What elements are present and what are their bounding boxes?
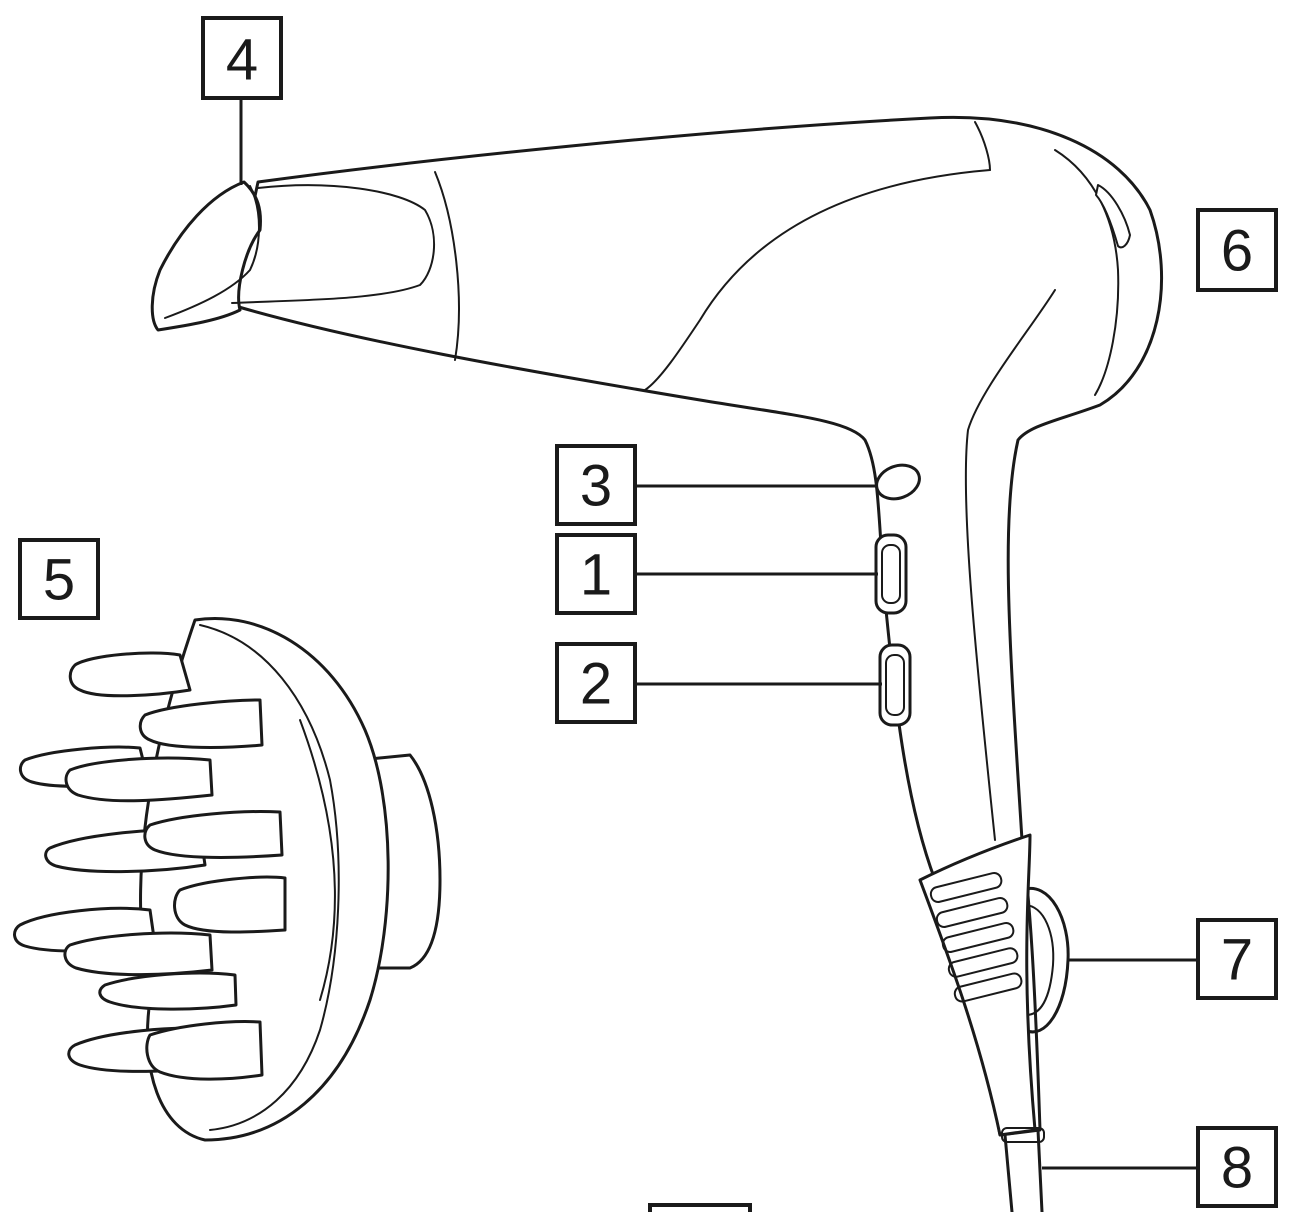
strain-relief-ribs xyxy=(929,871,1023,1003)
diffuser xyxy=(13,617,442,1142)
callout-2: 2 xyxy=(555,642,637,724)
partial-box-bottom xyxy=(648,1203,752,1212)
power-cord xyxy=(1003,1128,1044,1212)
callout-5-label: 5 xyxy=(43,548,75,613)
callout-5: 5 xyxy=(18,538,100,620)
callout-1-label: 1 xyxy=(580,543,612,608)
cool-shot-button[interactable] xyxy=(872,459,924,504)
callout-8: 8 xyxy=(1196,1126,1278,1208)
callout-6-label: 6 xyxy=(1221,219,1253,284)
rear-filter xyxy=(1095,184,1131,249)
callout-1: 1 xyxy=(555,533,637,615)
hair-dryer xyxy=(150,115,1164,1212)
diffuser-fingers xyxy=(13,651,287,1081)
concentrator-nozzle xyxy=(150,180,262,332)
callout-7-label: 7 xyxy=(1221,928,1253,993)
callout-6: 6 xyxy=(1196,208,1278,292)
callout-3: 3 xyxy=(555,444,637,526)
callout-8-label: 8 xyxy=(1221,1136,1253,1201)
callout-2-label: 2 xyxy=(580,652,612,717)
leader-lines xyxy=(239,98,1198,1170)
dryer-body-outline xyxy=(230,115,1164,1137)
callout-3-label: 3 xyxy=(580,454,612,519)
callout-7: 7 xyxy=(1196,918,1278,1000)
cord-strain-relief xyxy=(918,833,1037,1137)
callout-4-label: 4 xyxy=(226,28,258,93)
heat-switch[interactable] xyxy=(878,643,912,727)
power-switch[interactable] xyxy=(874,533,908,615)
callout-4: 4 xyxy=(201,16,283,100)
